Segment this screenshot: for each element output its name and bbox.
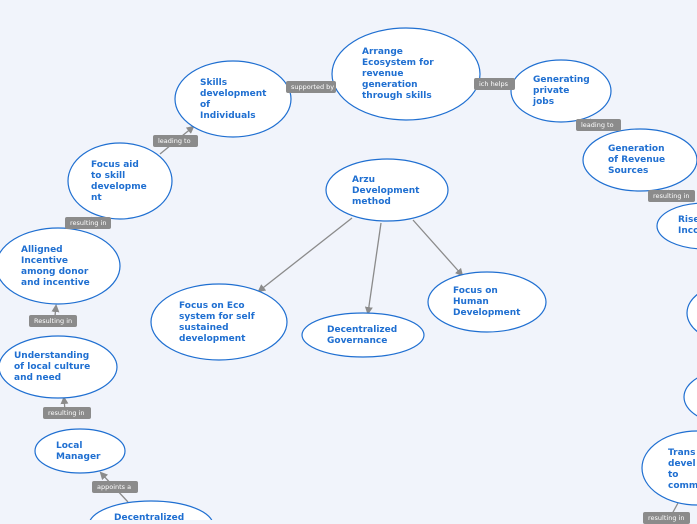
node-generating-jobs-shape[interactable] [510, 59, 612, 123]
node-offscreen-right-2-shape[interactable] [683, 370, 697, 424]
connector-central-to-governance [364, 222, 382, 315]
node-rise-income-shape[interactable] [656, 202, 697, 250]
node-understanding-culture-shape[interactable] [0, 335, 118, 399]
node-focus-aid-label: Focus aid to skill developme nt [91, 160, 147, 203]
node-central-shape[interactable] [325, 158, 449, 222]
tag-resulting-in-3: resulting in [43, 407, 91, 419]
tag-appoints-a: appoints a [92, 481, 138, 493]
tag-supported-by: supported by [286, 81, 336, 93]
node-decentralized-bottom-shape[interactable] [89, 500, 213, 520]
connector-central-to-human [412, 219, 464, 277]
tag-leading-to-2: leading to [576, 119, 621, 131]
node-focus-human-label: Focus on Human Development [453, 286, 521, 318]
node-revenue-sources-label: Generation of Revenue Sources [608, 144, 666, 176]
tag-resulting-in-2: Resulting in [29, 315, 77, 327]
node-transform-shape[interactable] [641, 430, 697, 506]
node-focus-aid-shape[interactable] [67, 142, 173, 220]
tag-resulting-in-4: resulting in [648, 190, 695, 202]
node-focus-eco-shape[interactable] [150, 283, 288, 361]
tag-resulting-in-1: resulting in [65, 217, 111, 229]
node-rise-income-label: Rise Inco [678, 215, 697, 236]
connector-alligned-to-understanding [51, 304, 60, 317]
node-local-manager-shape[interactable] [34, 428, 126, 474]
tag-which-helps: ich helps [474, 78, 515, 90]
node-generating-jobs-label: Generating private jobs [533, 75, 590, 107]
connector-central-to-eco [257, 217, 353, 293]
node-focus-human-shape[interactable] [427, 271, 547, 333]
node-decentralized-governance-label: Decentralized Governance [327, 325, 398, 346]
tag-resulting-in-5: resulting in [643, 512, 690, 524]
node-decentralized-governance-shape[interactable] [301, 312, 425, 358]
node-focus-eco-label: Focus on Eco system for self sustained d… [179, 301, 255, 344]
node-arrange-ecosystem-label: Arrange Ecosystem for revenue generation… [362, 47, 434, 101]
node-understanding-culture-label: Understanding of local culture and need [14, 351, 91, 383]
node-revenue-sources-shape[interactable] [582, 128, 697, 192]
node-decentralized-bottom-label: Decentralized [114, 513, 185, 523]
node-skills-development-shape[interactable] [174, 60, 292, 138]
node-central-label: Arzu Development method [352, 175, 420, 207]
node-transform-label: Trans devel to comm [668, 448, 697, 491]
node-alligned-incentive-label: Alligned Incentive among donor and incen… [21, 245, 90, 288]
tag-leading-to-1: leading to [153, 135, 198, 147]
node-offscreen-right-1-shape[interactable] [686, 283, 697, 343]
node-local-manager-label: Local Manager [56, 441, 101, 462]
node-arrange-ecosystem-shape[interactable] [331, 27, 481, 121]
node-alligned-incentive-shape[interactable] [0, 227, 121, 305]
node-skills-development-label: Skills development of Individuals [200, 78, 267, 121]
